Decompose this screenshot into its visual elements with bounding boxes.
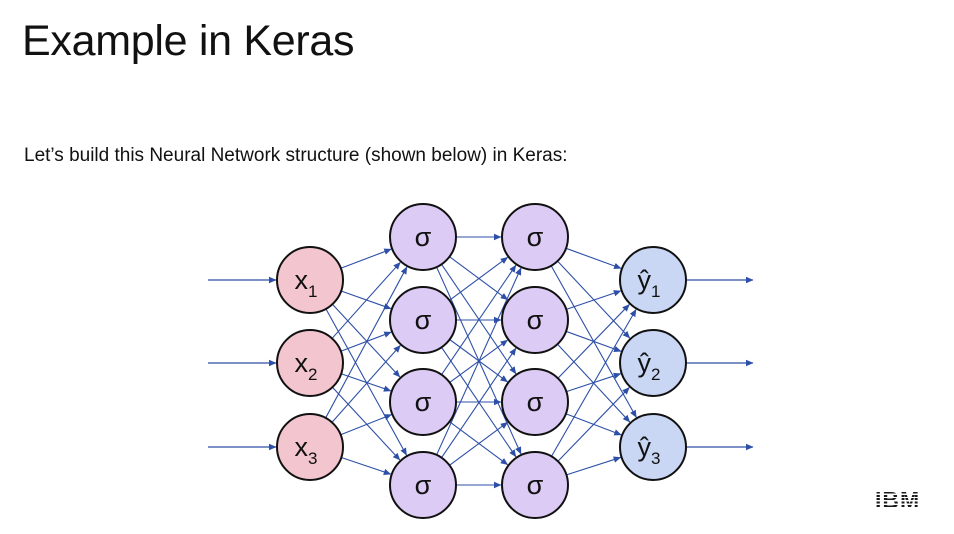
hidden2-node-1-circle bbox=[501, 203, 569, 271]
output-node-3-var: ŷ bbox=[638, 432, 652, 462]
input-node-1: x1 bbox=[276, 246, 344, 314]
input-node-1-subscript: 1 bbox=[308, 282, 317, 301]
input-node-3-subscript: 3 bbox=[308, 449, 317, 468]
output-node-2-label: ŷ2 bbox=[638, 348, 661, 384]
output-node-1-label: ŷ1 bbox=[638, 265, 661, 301]
edge-l1-3-to-1 bbox=[325, 266, 408, 419]
output-node-2: ŷ2 bbox=[619, 329, 687, 397]
connections bbox=[208, 233, 754, 489]
hidden1-node-4: σ bbox=[389, 451, 457, 519]
output-node-2-circle bbox=[619, 329, 687, 397]
input-node-1-var: x bbox=[295, 265, 309, 295]
edge-l3-1-to-1 bbox=[565, 247, 622, 269]
output-node-1-circle bbox=[619, 246, 687, 314]
edge-l3-4-to-2 bbox=[557, 387, 630, 462]
edge-l2-4-to-3 bbox=[449, 421, 509, 466]
input-node-3: x3 bbox=[276, 413, 344, 481]
hidden1-node-1-circle bbox=[389, 203, 457, 271]
hidden2-node-4-label: σ bbox=[527, 470, 544, 500]
edge-l3-3-to-1 bbox=[557, 304, 630, 379]
output-node-2-var: ŷ bbox=[638, 348, 652, 378]
hidden1-node-4-circle bbox=[389, 451, 457, 519]
hidden2-node-3-label: σ bbox=[527, 387, 544, 417]
edge-l1-2-to-4 bbox=[332, 386, 401, 461]
input-node-1-label: x1 bbox=[295, 265, 318, 301]
input-node-3-label: x3 bbox=[295, 432, 318, 468]
hidden1-node-3-label: σ bbox=[415, 387, 432, 417]
edge-l3-4-to-3 bbox=[566, 456, 622, 476]
edge-l1-2-to-3 bbox=[341, 373, 392, 392]
hidden2-node-4-circle bbox=[501, 451, 569, 519]
input-node-2-var: x bbox=[295, 348, 309, 378]
output-node-3-circle bbox=[619, 413, 687, 481]
slide-subtitle: Let’s build this Neural Network structur… bbox=[24, 145, 568, 166]
edge-l2-4-to-2 bbox=[441, 347, 517, 459]
hidden2-node-2-circle bbox=[501, 286, 569, 354]
hidden1-node-2: σ bbox=[389, 286, 457, 354]
output-node-1-var: ŷ bbox=[638, 265, 652, 295]
edge-l2-4-to-1 bbox=[436, 267, 522, 456]
hidden2-node-3: σ bbox=[501, 368, 569, 436]
hidden1-node-2-label: σ bbox=[415, 305, 432, 335]
edge-l2-2-to-1 bbox=[449, 256, 509, 301]
input-node-2-circle bbox=[276, 329, 344, 397]
hidden2-node-2: σ bbox=[501, 286, 569, 354]
ibm-logo-text: IBM bbox=[875, 488, 933, 512]
input-node-2-label: x2 bbox=[295, 348, 318, 384]
input-node-3-var: x bbox=[295, 432, 309, 462]
edge-l1-3-to-4 bbox=[341, 456, 392, 475]
hidden2-node-4: σ bbox=[501, 451, 569, 519]
hidden1-node-2-circle bbox=[389, 286, 457, 354]
slide-title: Example in Keras bbox=[22, 17, 355, 65]
edge-l1-1-to-1 bbox=[340, 248, 392, 269]
input-node-1-circle bbox=[276, 246, 344, 314]
edge-l1-3-to-3 bbox=[340, 414, 392, 436]
hidden1-node-1-label: σ bbox=[415, 222, 432, 252]
input-node-3-circle bbox=[276, 413, 344, 481]
edge-l1-1-to-3 bbox=[332, 303, 401, 378]
hidden1-node-3: σ bbox=[389, 368, 457, 436]
hidden2-node-3-circle bbox=[501, 368, 569, 436]
output-node-1: ŷ1 bbox=[619, 246, 687, 314]
hidden1-node-3-circle bbox=[389, 368, 457, 436]
edge-l1-3-to-2 bbox=[331, 345, 401, 423]
edge-l2-3-to-1 bbox=[441, 264, 517, 376]
hidden2-node-2-label: σ bbox=[527, 305, 544, 335]
edge-l3-4-to-1 bbox=[550, 309, 637, 457]
edge-l3-2-to-1 bbox=[566, 290, 622, 310]
output-node-3: ŷ3 bbox=[619, 413, 687, 481]
hidden1-node-1: σ bbox=[389, 203, 457, 271]
input-node-2-subscript: 2 bbox=[308, 365, 317, 384]
hidden2-node-1-label: σ bbox=[527, 222, 544, 252]
hidden1-node-4-label: σ bbox=[415, 470, 432, 500]
output-node-3-label: ŷ3 bbox=[638, 432, 661, 468]
output-node-1-subscript: 1 bbox=[651, 282, 660, 301]
output-node-3-subscript: 3 bbox=[651, 449, 660, 468]
input-node-2: x2 bbox=[276, 329, 344, 397]
hidden2-node-1: σ bbox=[501, 203, 569, 271]
edge-l1-2-to-2 bbox=[340, 331, 392, 352]
edge-l1-2-to-1 bbox=[331, 261, 401, 339]
output-node-2-subscript: 2 bbox=[651, 365, 660, 384]
ibm-logo: IBM bbox=[875, 488, 933, 512]
